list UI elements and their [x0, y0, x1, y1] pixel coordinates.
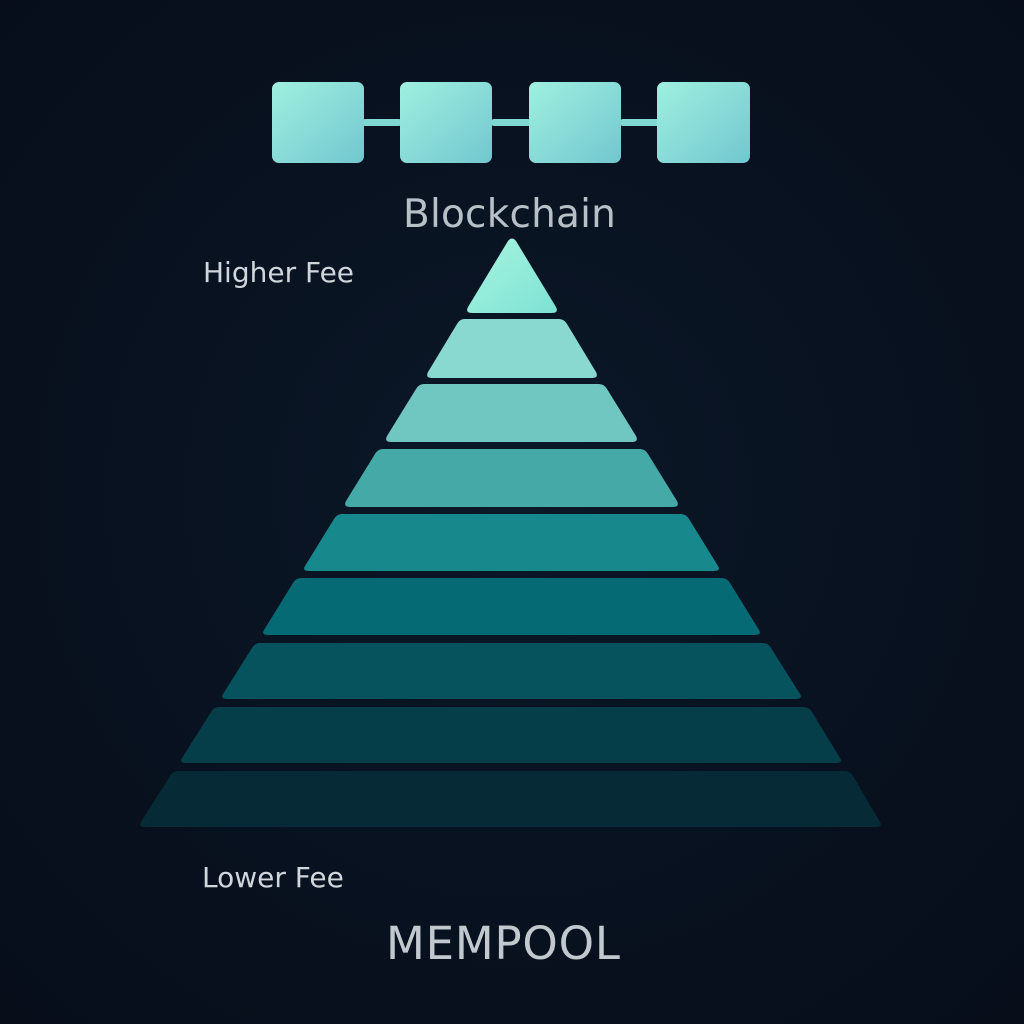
higher-fee-label: Higher Fee — [203, 256, 355, 289]
pyramid-level-9 — [140, 771, 881, 827]
pyramid-level-1 — [467, 238, 557, 313]
block-3 — [529, 82, 621, 163]
pyramid-level-4 — [345, 449, 678, 507]
pyramid-level-6 — [263, 578, 760, 635]
block-4 — [657, 82, 750, 163]
pyramid-level-3 — [386, 384, 637, 442]
fee-pyramid — [140, 238, 881, 827]
pyramid-level-8 — [181, 707, 841, 763]
blockchain-title: Blockchain — [403, 192, 617, 237]
block-1 — [272, 82, 364, 163]
block-2 — [400, 82, 492, 163]
lower-fee-label: Lower Fee — [202, 861, 344, 894]
link-1 — [362, 119, 402, 126]
pyramid-level-7 — [222, 643, 801, 699]
pyramid-level-5 — [304, 514, 719, 571]
link-3 — [620, 119, 660, 126]
blockchain-links — [362, 119, 660, 126]
link-2 — [491, 119, 531, 126]
mempool-title: MEMPOOL — [386, 917, 621, 970]
blockchain-blocks — [272, 82, 750, 163]
pyramid-level-2 — [427, 319, 597, 378]
